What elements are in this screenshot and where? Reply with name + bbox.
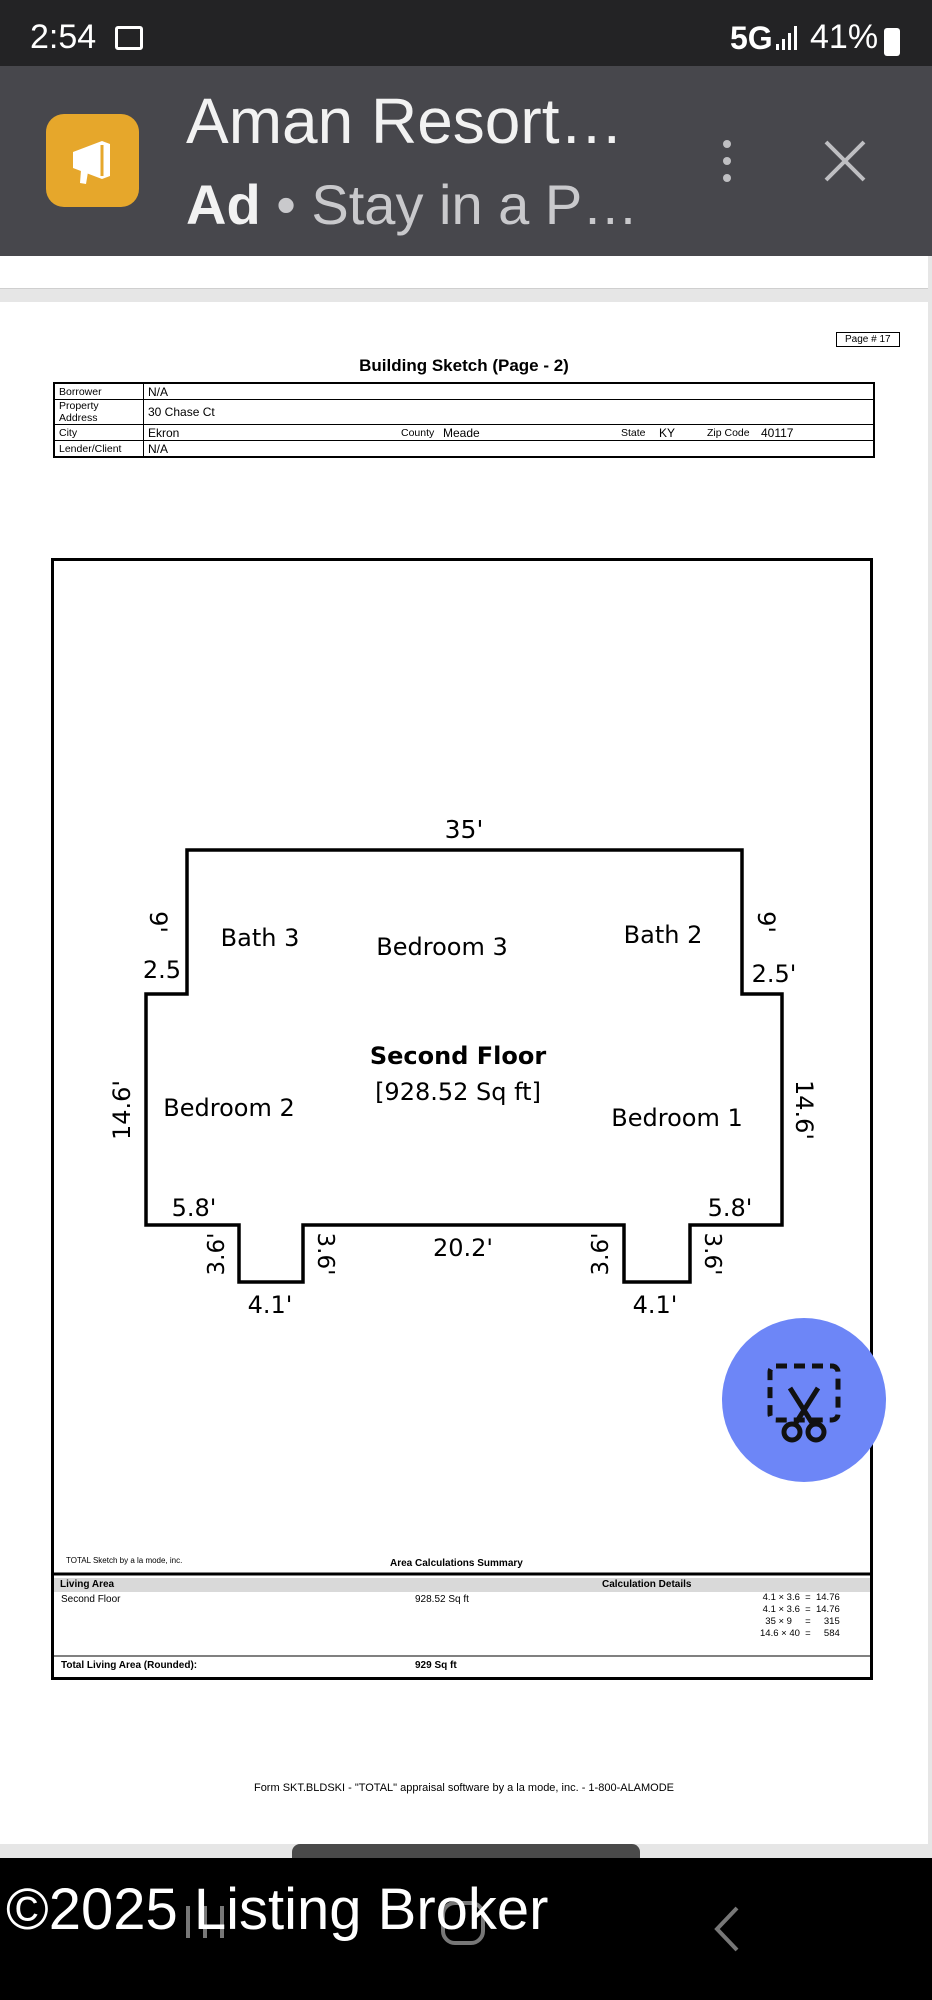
dim-notch-left-inner: 3.6' xyxy=(312,1233,338,1276)
calc-title: Area Calculations Summary xyxy=(390,1558,523,1569)
calc-row-value: 928.52 Sq ft xyxy=(415,1594,469,1605)
dim-right-upper-vert: 9' xyxy=(752,911,780,933)
scissors-select-icon xyxy=(767,1363,841,1443)
ad-badge: Ad xyxy=(186,173,261,236)
dim-right-side: 14.6' xyxy=(790,1080,818,1140)
room-bedroom-2: Bedroom 2 xyxy=(163,1094,294,1122)
more-vert-icon[interactable] xyxy=(712,136,742,186)
floor-plan-outline xyxy=(144,848,784,1284)
ad-subtitle[interactable]: Ad • Stay in a P… xyxy=(186,172,638,237)
battery-percent: 41% xyxy=(810,18,879,56)
county-label: County xyxy=(397,424,439,441)
floor-area: [928.52 Sq ft] xyxy=(375,1078,541,1106)
ad-banner[interactable] xyxy=(0,66,932,256)
zip-label: Zip Code xyxy=(703,424,757,441)
city-label: City xyxy=(54,424,144,441)
room-bedroom-1: Bedroom 1 xyxy=(611,1104,742,1132)
calc-detail-line: 4.1 × 3.6 = 14.76 xyxy=(762,1592,840,1603)
network-type: 5G xyxy=(730,20,773,56)
county-value: Meade xyxy=(439,424,617,441)
dim-notch-right-outer: 3.6' xyxy=(699,1233,725,1276)
dim-left-upper-vert: 9' xyxy=(144,911,172,933)
dim-middle-bottom: 20.2' xyxy=(433,1234,493,1262)
lender-label: Lender/Client xyxy=(54,440,144,458)
ad-title[interactable]: Aman Resort… xyxy=(186,85,624,157)
state-value: KY xyxy=(655,424,703,441)
close-icon[interactable] xyxy=(820,136,870,186)
dim-left-side: 14.6' xyxy=(108,1080,136,1140)
property-info-table: Borrower N/A Property Address 30 Chase C… xyxy=(53,382,875,458)
form-footer: Form SKT.BLDSKI - "TOTAL" appraisal soft… xyxy=(253,1782,675,1794)
ad-separator: • xyxy=(260,173,312,236)
back-icon[interactable] xyxy=(712,1904,742,1954)
document-title: Building Sketch (Page - 2) xyxy=(359,356,569,375)
calc-header-row: Living Area Calculation Details xyxy=(54,1578,870,1592)
signal-icon xyxy=(776,26,797,50)
page-number: Page # 17 xyxy=(836,332,900,347)
calc-details-label: Calculation Details xyxy=(602,1579,692,1590)
borrower-label: Borrower xyxy=(54,383,144,400)
dim-left-step: 2.5 xyxy=(143,956,181,984)
zip-value: 40117 xyxy=(757,424,874,441)
megaphone-icon xyxy=(73,141,110,184)
dim-notch-left-outer: 3.6' xyxy=(204,1233,230,1276)
room-bedroom-3: Bedroom 3 xyxy=(376,933,507,961)
dim-notch-right-inner: 3.6' xyxy=(588,1233,614,1276)
image-icon xyxy=(115,26,143,50)
calc-row-name: Second Floor xyxy=(61,1594,121,1605)
borrower-value: N/A xyxy=(143,383,874,400)
calc-detail-line: 14.6 × 40 = 584 xyxy=(760,1628,840,1639)
dim-top: 35' xyxy=(445,815,484,844)
room-bath-3: Bath 3 xyxy=(221,924,300,952)
floor-title: Second Floor xyxy=(370,1042,546,1070)
scroll-handle[interactable] xyxy=(292,1844,640,1858)
ad-logo[interactable] xyxy=(46,114,139,207)
listing-watermark: ©2025 Listing Broker xyxy=(6,1877,549,1942)
city-value: Ekron xyxy=(143,424,397,441)
address-value: 30 Chase Ct xyxy=(143,399,874,425)
battery-icon xyxy=(884,28,900,56)
dim-right-step: 2.5' xyxy=(752,960,797,988)
home-icon[interactable] xyxy=(440,1900,486,1946)
dim-notch-left-width: 4.1' xyxy=(248,1291,293,1319)
total-label: Total Living Area (Rounded): xyxy=(61,1660,198,1671)
previous-page-edge xyxy=(0,256,928,289)
calc-detail-line: 4.1 × 3.6 = 14.76 xyxy=(762,1604,840,1615)
total-value: 929 Sq ft xyxy=(415,1660,457,1671)
state-label: State xyxy=(617,424,655,441)
dim-notch-right-width: 4.1' xyxy=(633,1291,678,1319)
calc-detail-line: 35 × 9 = 315 xyxy=(765,1616,840,1627)
dim-right-bottom: 5.8' xyxy=(708,1194,753,1222)
floor-plan: 35' 9' 2.5 9' 2.5' 14.6' 14.6' 5.8' 5.8'… xyxy=(52,815,872,1657)
sketch-credit: TOTAL Sketch by a la mode, inc. xyxy=(66,1556,183,1565)
recent-apps-icon[interactable] xyxy=(180,1900,230,1944)
lender-value: N/A xyxy=(143,440,874,458)
status-time: 2:54 xyxy=(30,18,97,56)
status-bar: 2:54 5G 41% xyxy=(0,0,932,66)
address-label: Property Address xyxy=(54,399,144,425)
dim-left-bottom: 5.8' xyxy=(172,1194,217,1222)
nav-bar xyxy=(0,1858,932,2000)
sketch-frame xyxy=(51,558,873,1680)
capture-button[interactable] xyxy=(722,1318,886,1482)
living-area-label: Living Area xyxy=(60,1579,115,1590)
ad-subtitle-text: Stay in a P… xyxy=(311,173,639,236)
room-bath-2: Bath 2 xyxy=(624,921,703,949)
